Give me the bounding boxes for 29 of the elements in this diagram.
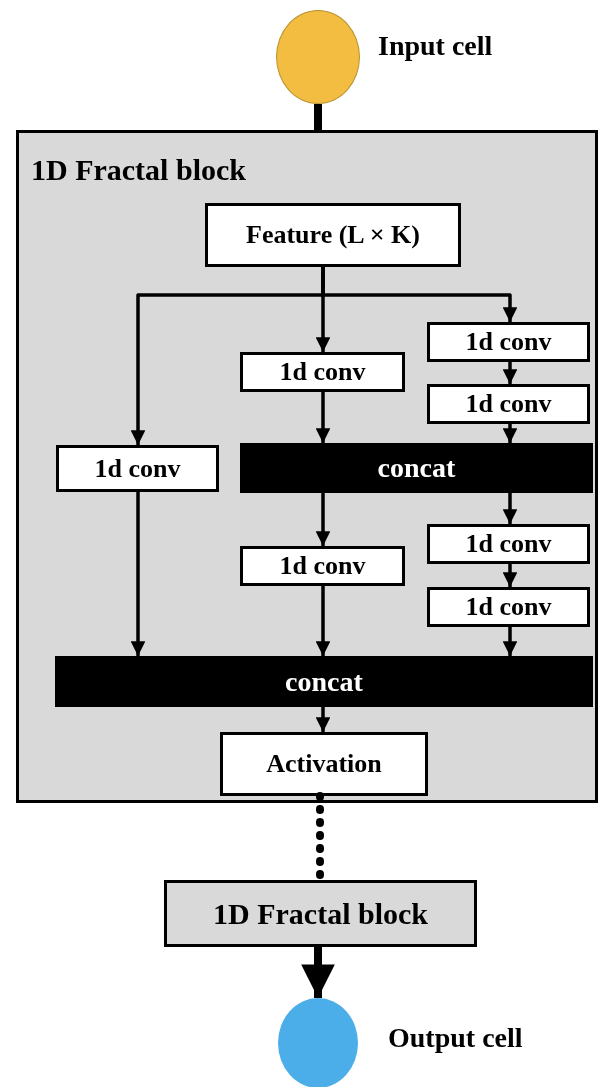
- process-box: 1d conv: [56, 445, 219, 492]
- arrow: [315, 493, 331, 546]
- process-box: 1d conv: [240, 546, 405, 586]
- process-box: 1D Fractal block: [164, 880, 477, 947]
- process-box: 1d conv: [427, 587, 590, 627]
- arrow: [502, 493, 518, 524]
- process-box: 1d conv: [240, 352, 405, 392]
- cell-label: Input cell: [378, 30, 493, 62]
- arrow: [315, 586, 331, 656]
- process-box: Feature (L × K): [205, 203, 461, 267]
- cell-label: Output cell: [388, 1022, 523, 1054]
- arrow: [315, 392, 331, 443]
- arrow: [130, 492, 146, 656]
- concat-bar: concat: [240, 443, 593, 493]
- arrow: [301, 947, 335, 998]
- arrow: [502, 424, 518, 443]
- process-box: Activation: [220, 732, 428, 796]
- block-container: [16, 130, 598, 803]
- arrow: [315, 707, 331, 732]
- connector-line: [314, 104, 322, 130]
- block-title: 1D Fractal block: [31, 155, 246, 185]
- process-box: 1d conv: [427, 384, 590, 424]
- arrow: [502, 362, 518, 384]
- process-box: 1d conv: [427, 524, 590, 564]
- arrow: [502, 627, 518, 656]
- arrow: [130, 267, 325, 445]
- process-box: 1d conv: [427, 322, 590, 362]
- arrow: [502, 564, 518, 587]
- concat-bar: concat: [55, 656, 593, 707]
